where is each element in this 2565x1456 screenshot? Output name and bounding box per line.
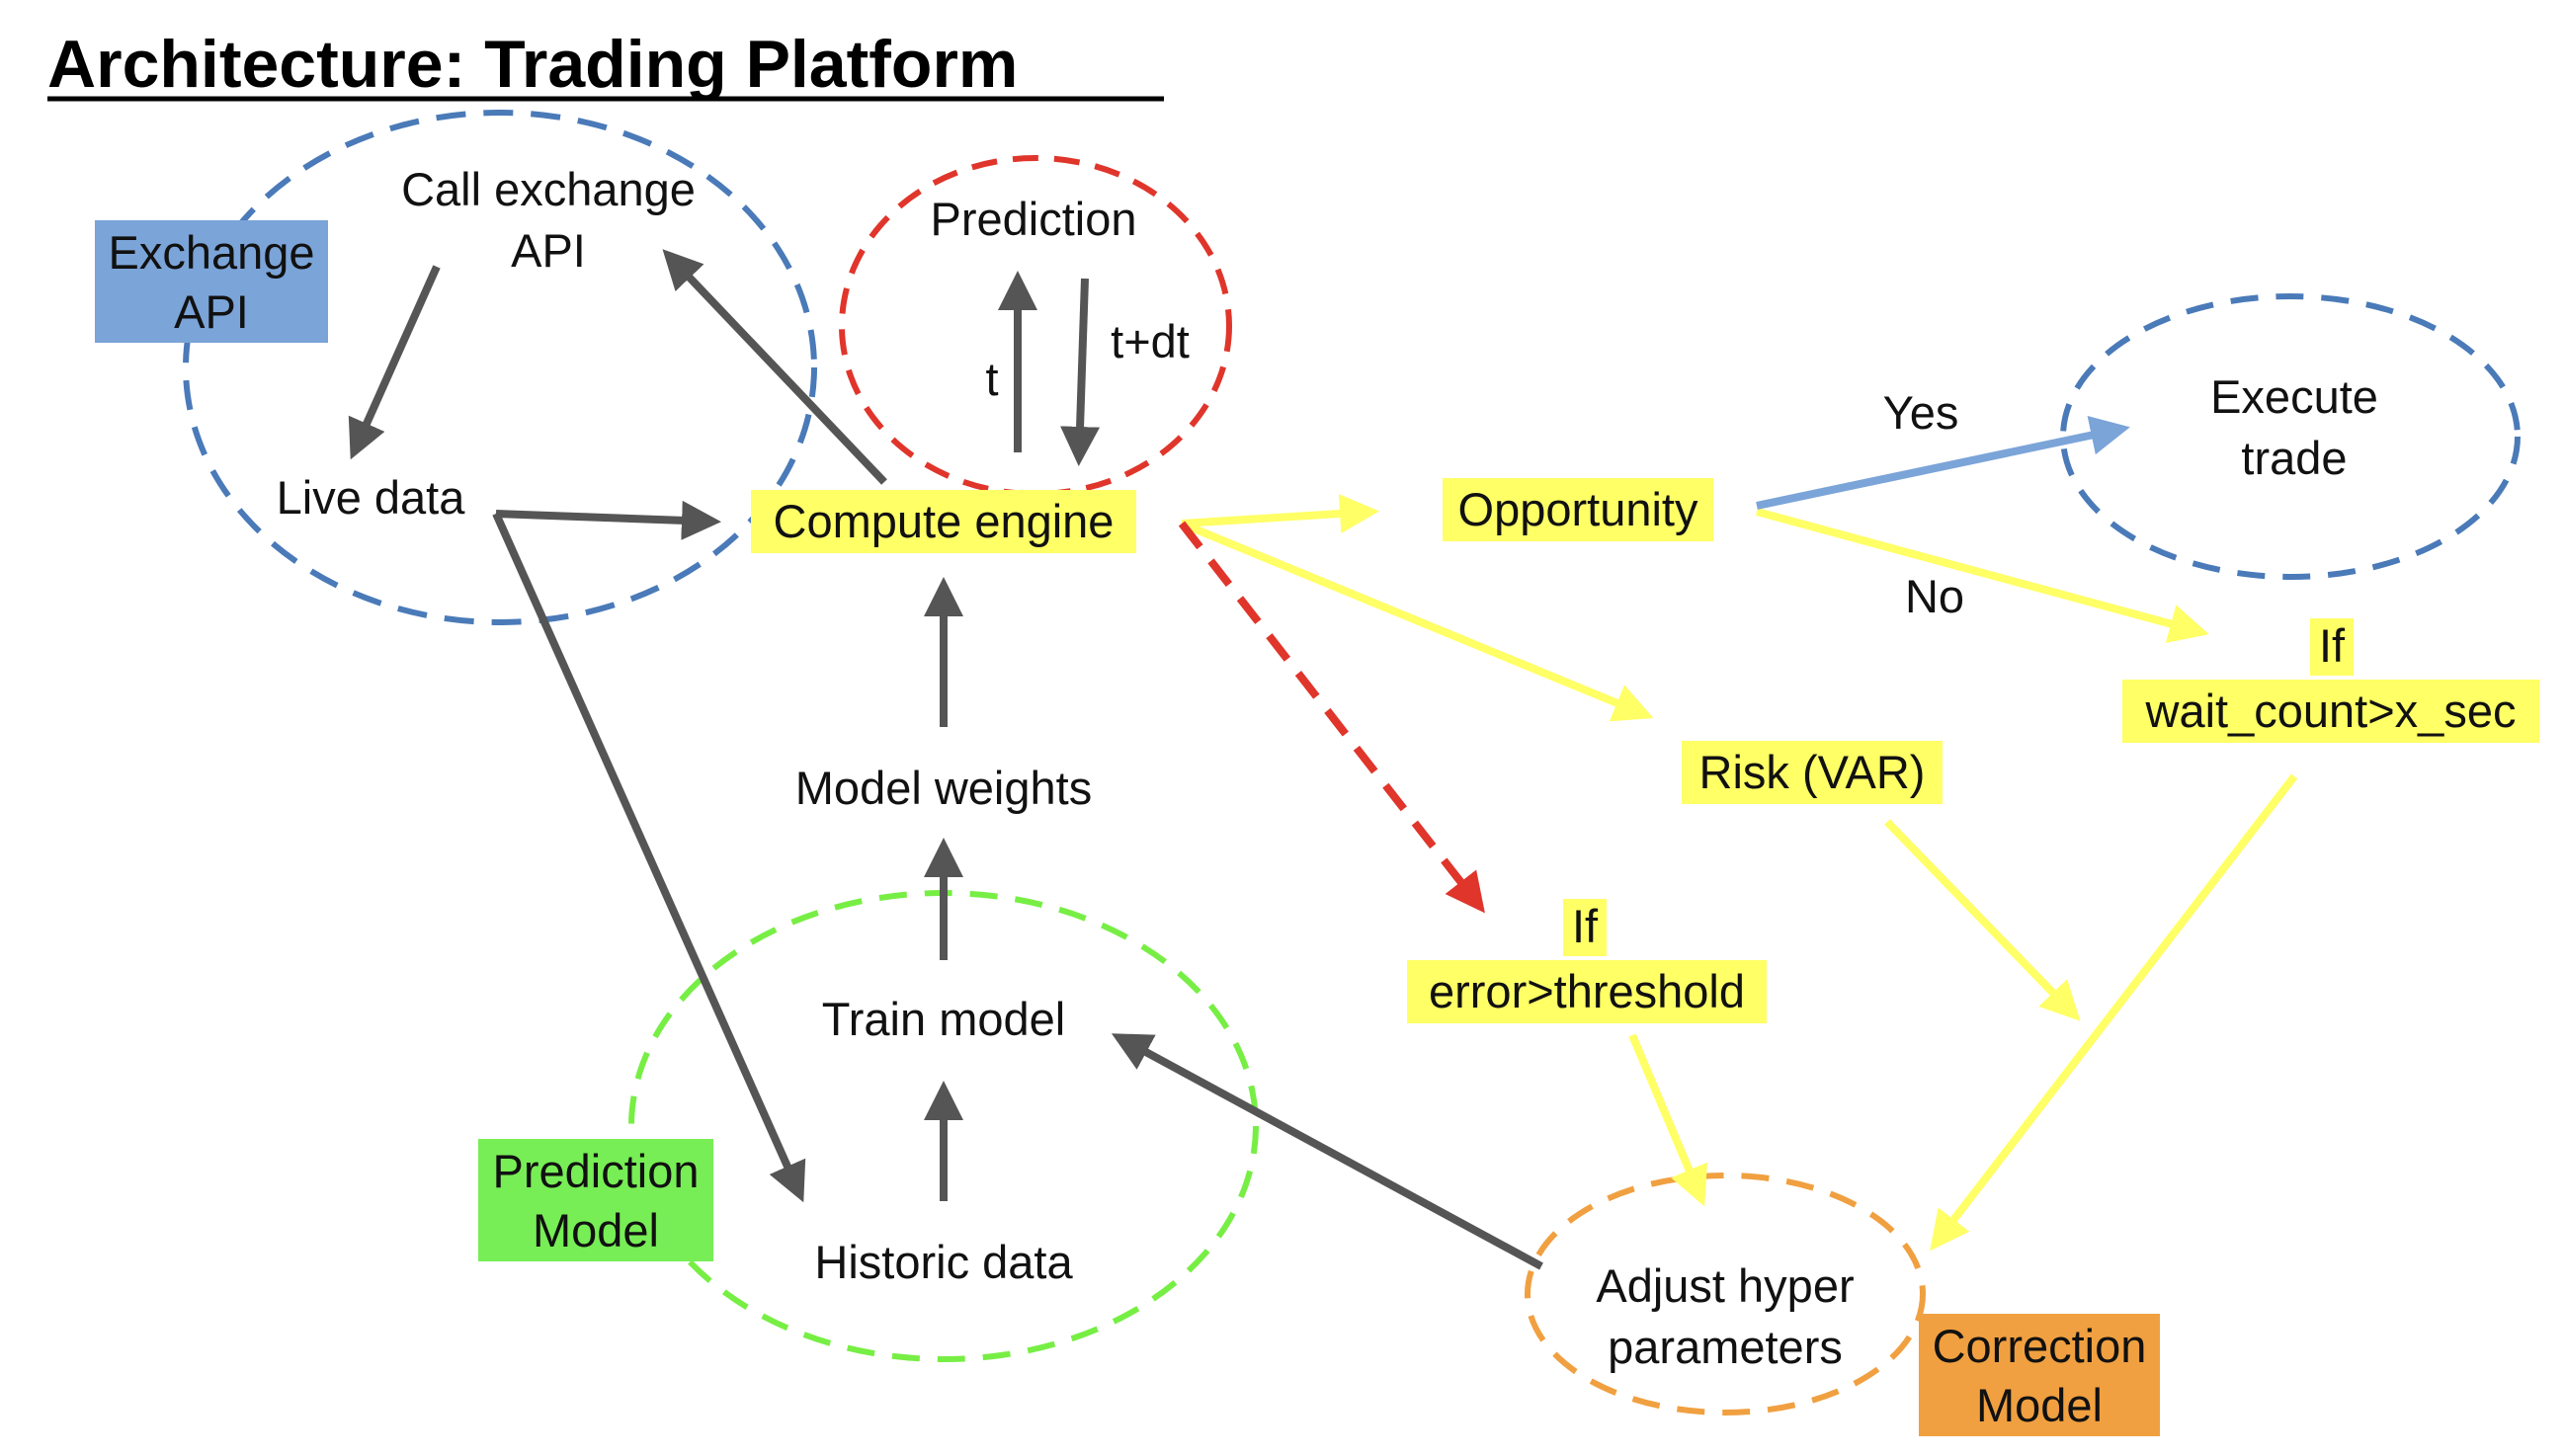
historic-data-label: Historic data xyxy=(814,1236,1073,1288)
exchange-api-boundary xyxy=(183,110,817,625)
execute-trade-line1: Execute xyxy=(2210,370,2378,423)
prediction-model-label-line1: Prediction xyxy=(493,1145,700,1197)
risk-var-label: Risk (VAR) xyxy=(1699,746,1926,798)
call-exchange-api-line1: Call exchange xyxy=(401,163,696,215)
arrow-live-to-historic xyxy=(492,512,806,1203)
arrow-compute-to-call xyxy=(662,249,887,485)
edge-label-t: t xyxy=(985,353,998,405)
arrow-live-to-compute xyxy=(495,500,721,540)
exchange-api-label-line1: Exchange xyxy=(108,226,314,279)
arrow-compute-to-opportunity xyxy=(1181,494,1379,533)
if-wait-line1: If xyxy=(2319,619,2346,672)
risk-var-bg xyxy=(1682,741,1943,804)
if-wait-bg-line2 xyxy=(2122,680,2539,743)
arrow-risk-to-adjust xyxy=(1884,819,2081,1021)
if-error-line2: error>threshold xyxy=(1429,965,1745,1017)
if-wait-line2: wait_count>x_sec xyxy=(2145,685,2517,737)
arrow-compute-to-risk xyxy=(1180,520,1654,722)
call-exchange-api-line2: API xyxy=(511,224,586,277)
prediction-label: Prediction xyxy=(931,193,1137,245)
compute-engine-label: Compute engine xyxy=(774,495,1115,547)
adjust-hyper-line2: parameters xyxy=(1608,1321,1843,1373)
train-model-label: Train model xyxy=(822,993,1065,1045)
diagram-title: Architecture: Trading Platform xyxy=(47,27,1018,102)
arrow-opportunity-to-execute xyxy=(1756,416,2130,510)
adjust-hyper-line1: Adjust hyper xyxy=(1596,1259,1854,1312)
live-data-label: Live data xyxy=(277,471,466,524)
opportunity-bg xyxy=(1443,478,1713,541)
exchange-api-label-bg xyxy=(95,220,328,343)
arrow-adjust-to-train xyxy=(1111,1033,1543,1270)
execute-trade-line2: trade xyxy=(2241,432,2347,484)
arrow-if-wait-to-adjust xyxy=(1930,773,2298,1252)
arrow-opportunity-to-if-wait xyxy=(1755,508,2209,643)
arrow-call-to-live xyxy=(348,265,441,460)
edge-label-yes: Yes xyxy=(1883,386,1959,439)
prediction-model-label-bg xyxy=(478,1139,713,1261)
prediction-boundary xyxy=(839,155,1232,497)
if-error-bg-line1 xyxy=(1563,899,1607,956)
arrow-if-error-to-adjust xyxy=(1628,1033,1707,1207)
if-wait-bg-line1 xyxy=(2310,618,2354,676)
edge-label-no: No xyxy=(1905,570,1964,622)
execute-trade-boundary xyxy=(2060,293,2521,580)
arrow-t-dt xyxy=(1060,278,1101,466)
compute-engine-bg xyxy=(751,490,1136,553)
edge-label-t-dt: t+dt xyxy=(1111,315,1190,367)
correction-model-label-line1: Correction xyxy=(1933,1320,2147,1372)
correction-model-label-line2: Model xyxy=(1976,1379,2103,1431)
arrow-compute-to-if-error xyxy=(1178,521,1485,914)
if-error-line1: If xyxy=(1572,900,1599,952)
correction-model-boundary xyxy=(1525,1173,1926,1416)
if-error-bg-line2 xyxy=(1407,960,1767,1023)
opportunity-label: Opportunity xyxy=(1458,483,1698,535)
model-weights-label: Model weights xyxy=(795,762,1092,814)
exchange-api-label-line2: API xyxy=(174,285,249,338)
correction-model-label-bg xyxy=(1919,1314,2160,1436)
prediction-model-label-line2: Model xyxy=(533,1204,659,1256)
